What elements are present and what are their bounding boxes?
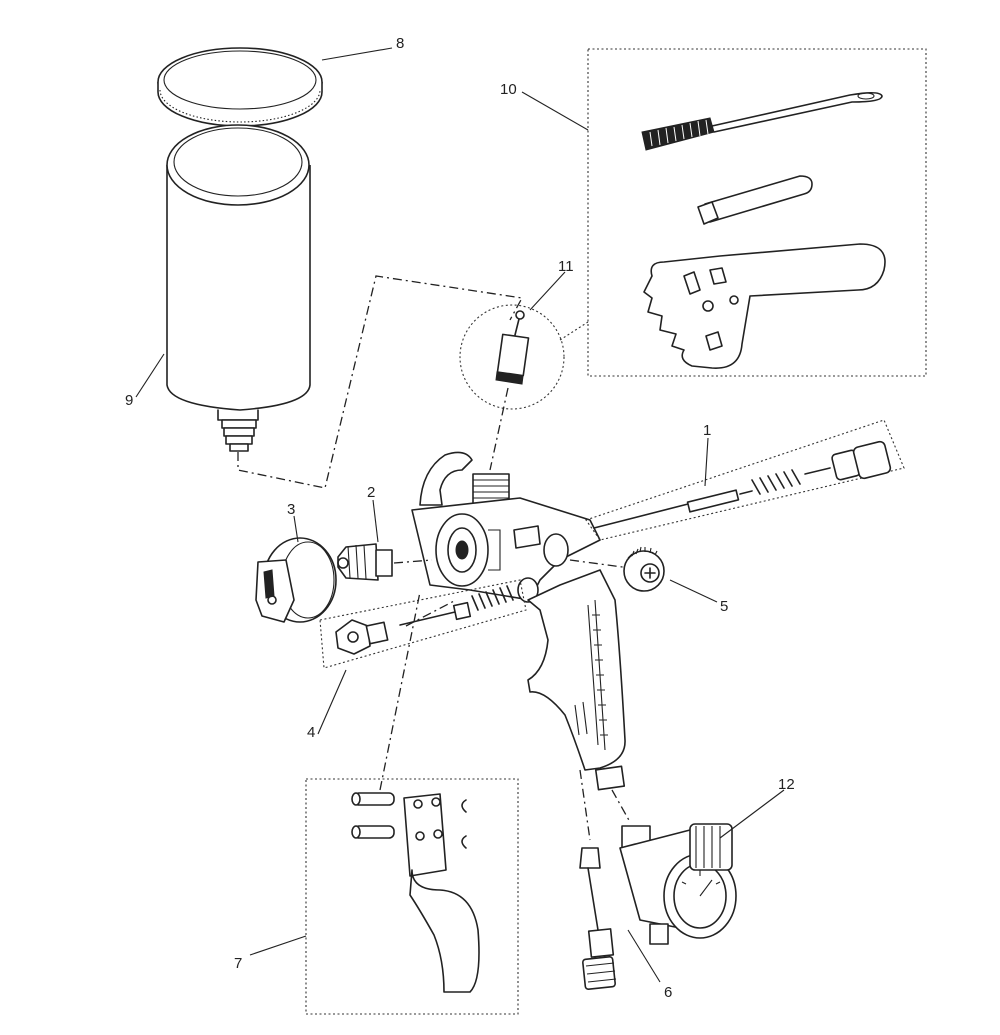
callout-5: 5 [720, 598, 728, 615]
part-1-needle-assembly [585, 419, 905, 541]
part-8-cup-lid [157, 47, 323, 127]
callout-6: 6 [664, 984, 672, 1001]
callout-3: 3 [287, 501, 295, 518]
callout-2: 2 [367, 484, 375, 501]
part-2-fluid-nozzle [337, 543, 433, 581]
part-10-tool-kit [587, 48, 927, 377]
part-6-air-valve [579, 847, 617, 990]
callout-labels: 1 2 3 4 5 6 7 8 9 10 11 12 [125, 35, 795, 1001]
part-11-filter [459, 304, 589, 471]
callout-1: 1 [703, 422, 711, 439]
callout-10: 10 [500, 81, 517, 98]
spray-gun-body [411, 451, 631, 841]
callout-9: 9 [125, 392, 133, 409]
callout-4: 4 [307, 724, 315, 741]
callout-7: 7 [234, 955, 242, 972]
part-7-trigger-kit [305, 591, 519, 1015]
assembly-line-cup [237, 275, 524, 489]
part-9-paint-cup [166, 124, 311, 452]
part-4-fan-control [319, 579, 527, 669]
part-12-air-regulator [619, 823, 737, 945]
callout-11: 11 [558, 258, 574, 275]
callout-8: 8 [396, 35, 404, 52]
leader-lines [135, 47, 785, 983]
part-3-air-cap [255, 537, 337, 623]
part-5-adjust-knob [569, 546, 665, 592]
callout-12: 12 [778, 776, 795, 793]
